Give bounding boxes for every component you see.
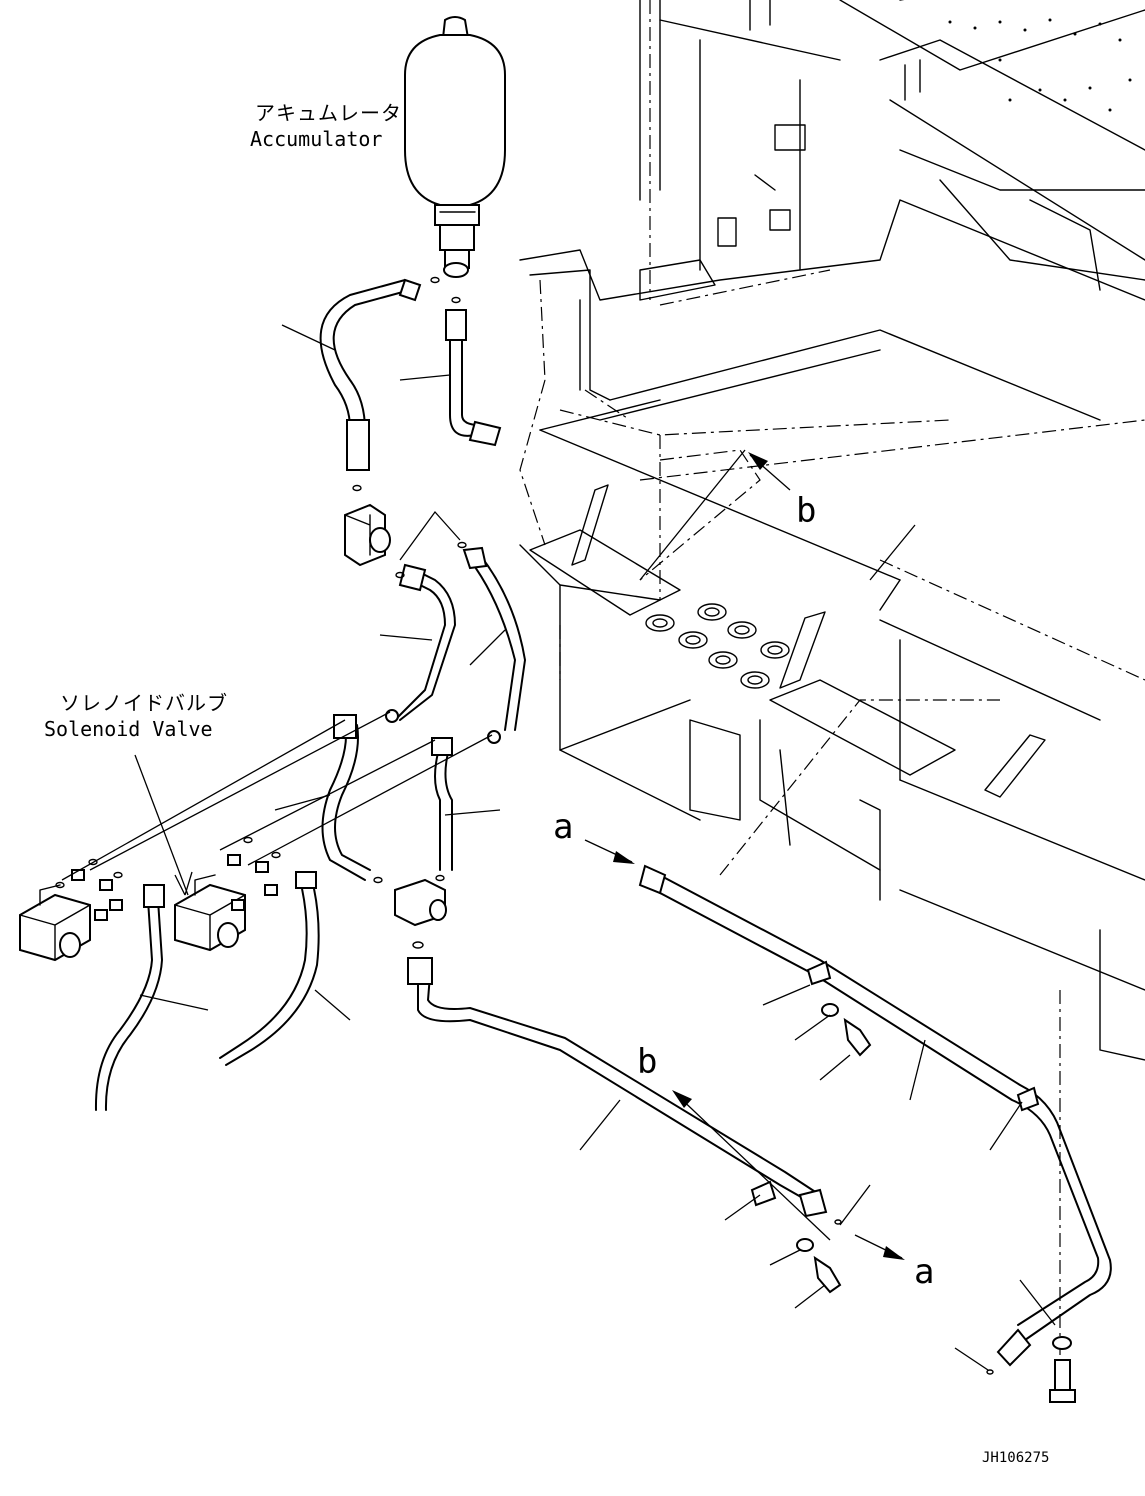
view-arrow-b-middle — [672, 1090, 831, 1241]
tube-upper-right — [638, 864, 1112, 1367]
bolt-set-upper — [821, 1003, 872, 1057]
drawing-number: JH106275 — [982, 1450, 1049, 1466]
hose-middle-right — [462, 546, 526, 744]
hose-solenoid-long — [321, 714, 371, 881]
beam-bolt-holes — [645, 603, 790, 689]
guide-lines — [61, 510, 493, 881]
view-label-b-top: b — [796, 491, 816, 531]
bolt-set-right — [986, 1336, 1076, 1403]
hose-center-lower — [219, 871, 320, 1066]
view-label-a-top: a — [553, 807, 573, 847]
solenoid-valve-label-jp: ソレノイドバルブ — [60, 691, 228, 715]
hose-accumulator-left — [319, 278, 422, 471]
tee-block-upper — [344, 503, 391, 567]
machine-frame — [519, 0, 1145, 1360]
bolt-set-lower — [796, 1219, 842, 1294]
deck-perforations — [948, 18, 1132, 112]
fittings — [55, 276, 467, 949]
view-arrow-a-top — [584, 839, 635, 864]
solenoid-valve-label-en: Solenoid Valve — [44, 717, 213, 741]
view-arrow-a-bottom — [854, 1234, 905, 1260]
view-arrow-b-top — [748, 452, 791, 491]
accumulator — [404, 16, 506, 278]
view-label-b-middle: b — [637, 1042, 657, 1082]
hose-left-lower — [94, 884, 165, 1111]
tee-block-lower — [394, 878, 447, 927]
view-label-a-bottom: a — [914, 1252, 934, 1292]
solenoid-valve-left — [19, 884, 91, 962]
leader-lines — [134, 324, 1056, 1371]
accumulator-label-jp: アキュムレータ — [255, 101, 402, 125]
accumulator-label-en: Accumulator — [250, 127, 382, 151]
tube-lower-middle — [407, 957, 828, 1218]
hose-middle-left — [385, 563, 456, 723]
hose-accumulator-right — [445, 309, 502, 447]
solenoid-valve-right — [174, 874, 246, 952]
hose-solenoid-short — [431, 737, 453, 871]
